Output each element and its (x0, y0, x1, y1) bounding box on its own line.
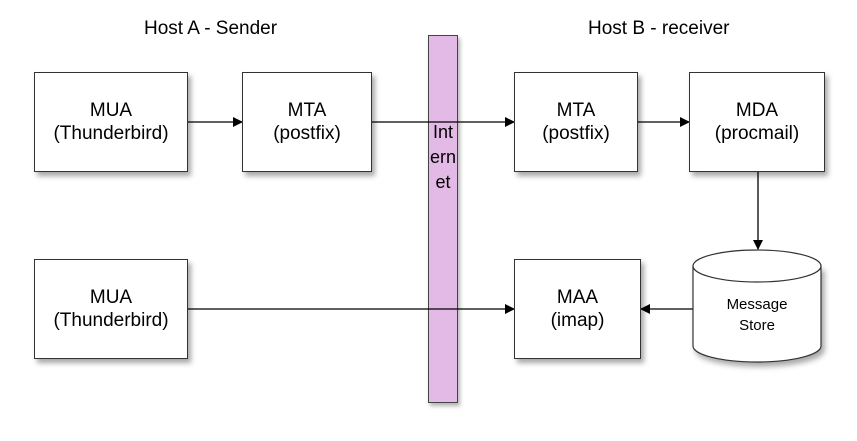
mta-receiver-box: MTA (postfix) (514, 72, 638, 172)
mta-sender-subtitle: (postfix) (273, 123, 341, 144)
maa-subtitle: (imap) (550, 310, 605, 331)
internet-bar (428, 35, 458, 403)
mua-client-title: MUA (89, 287, 133, 308)
maa-title: MAA (556, 287, 599, 308)
mua-client-box: MUA (Thunderbird) (34, 259, 188, 359)
mta-receiver-title: MTA (556, 100, 596, 121)
mta-receiver-subtitle: (postfix) (542, 123, 610, 144)
mda-box: MDA (procmail) (689, 72, 825, 172)
mda-title: MDA (735, 100, 779, 121)
message-store-cylinder (692, 249, 822, 363)
mua-sender-title: MUA (89, 100, 133, 121)
mua-client-subtitle: (Thunderbird) (53, 310, 169, 331)
mta-sender-box: MTA (postfix) (242, 72, 372, 172)
host-b-title: Host B - receiver (588, 18, 730, 39)
mua-sender-box: MUA (Thunderbird) (34, 72, 188, 172)
message-store-line2: Store (739, 317, 775, 334)
mda-subtitle: (procmail) (714, 123, 800, 144)
mta-sender-title: MTA (287, 100, 327, 121)
mua-sender-subtitle: (Thunderbird) (53, 123, 169, 144)
maa-box: MAA (imap) (514, 259, 641, 359)
host-a-title: Host A - Sender (144, 18, 278, 39)
internet-label: Internet (429, 122, 456, 192)
message-store-line1: Message (726, 296, 788, 313)
message-store-label: Message Store (693, 294, 821, 336)
